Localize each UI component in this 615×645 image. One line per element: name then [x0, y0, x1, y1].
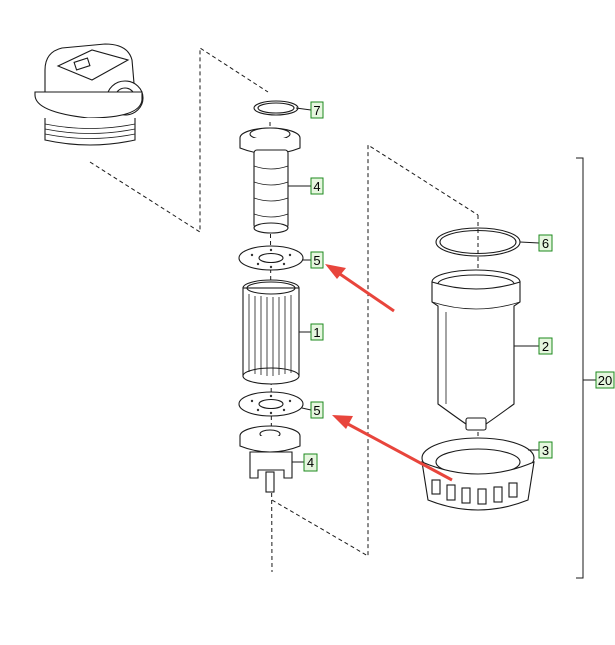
callout-3: 3: [538, 441, 553, 459]
assembly-bracket: [576, 157, 596, 579]
arrow-to-upper-washer: [336, 270, 395, 313]
filter-bowl-part: [431, 269, 521, 431]
callout-6: 6: [538, 234, 553, 252]
callout-4-upper-text: 4: [313, 179, 320, 194]
callout-20-text: 20: [598, 373, 612, 388]
seal-washer-upper: [238, 245, 304, 271]
callout-1-text: 1: [313, 325, 320, 340]
snap-ring-part: [253, 100, 299, 116]
callout-4-lower: 4: [303, 453, 318, 472]
callout-5-lower: 5: [310, 401, 324, 419]
callout-5-upper: 5: [310, 251, 324, 269]
callout-20: 20: [595, 371, 615, 389]
callout-4-upper: 4: [310, 177, 324, 195]
element-support-upper: [239, 127, 301, 234]
callout-7-text: 7: [313, 103, 320, 118]
arrow-head-upper: [325, 264, 346, 279]
callout-2: 2: [538, 337, 553, 355]
callout-7: 7: [310, 101, 324, 119]
red-pointer-arrows: [325, 264, 453, 482]
callout-4-lower-text: 4: [307, 455, 314, 470]
element-support-lower: [239, 425, 301, 493]
callout-5-lower-text: 5: [313, 403, 320, 418]
callout-5-upper-text: 5: [313, 253, 320, 268]
callout-6-text: 6: [542, 236, 549, 251]
arrow-to-lower-washer: [345, 421, 453, 482]
bowl-nut-part: [421, 437, 535, 511]
callout-2-text: 2: [542, 339, 549, 354]
filter-head: [34, 43, 144, 146]
callout-1: 1: [310, 323, 324, 341]
seal-washer-lower: [238, 391, 304, 417]
filter-element-part: [242, 279, 300, 385]
callout-3-text: 3: [542, 443, 549, 458]
arrow-head-lower: [332, 415, 353, 429]
leader-lines: [288, 107, 540, 463]
